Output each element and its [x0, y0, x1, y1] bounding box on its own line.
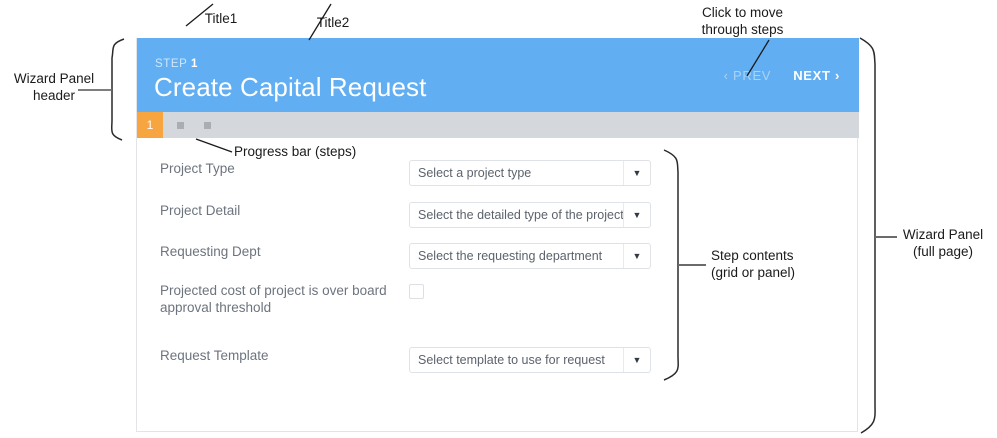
label-request-template: Request Template [160, 348, 269, 363]
dropdown-requesting-dept-value: Select the requesting department [418, 249, 603, 263]
dropdown-request-template-value: Select template to use for request [418, 353, 605, 367]
chevron-down-icon: ▼ [623, 244, 650, 268]
step-eyebrow-number: 1 [191, 58, 199, 70]
annotation-wizard-panel-header: Wizard Panel header [13, 71, 95, 103]
annotation-step-contents: Step contents (grid or panel) [711, 248, 796, 280]
dropdown-requesting-dept[interactable]: Select the requesting department ▼ [409, 243, 651, 269]
chevron-down-icon: ▼ [623, 161, 650, 185]
progress-step-3[interactable] [204, 122, 211, 129]
label-requesting-dept: Requesting Dept [160, 244, 261, 259]
prev-button[interactable]: ‹ PREV [723, 68, 772, 83]
wizard-nav-group: ‹ PREV NEXT › [723, 66, 841, 85]
chevron-down-icon: ▼ [623, 348, 650, 372]
label-project-detail: Project Detail [160, 203, 241, 218]
wizard-panel: STEP 1 Create Capital Request ‹ PREV NEX… [136, 38, 859, 432]
dropdown-project-type[interactable]: Select a project type ▼ [409, 160, 651, 186]
label-project-type: Project Type [160, 161, 235, 176]
step-eyebrow: STEP 1 [155, 58, 198, 70]
dropdown-project-type-value: Select a project type [418, 166, 532, 180]
progress-step-2[interactable] [177, 122, 184, 129]
page-title: Create Capital Request [154, 72, 427, 102]
annotation-wizard-panel-full-page: Wizard Panel (full page) [902, 227, 984, 259]
bracket-wizard-panel-header [110, 38, 125, 141]
progress-step-1[interactable]: 1 [137, 112, 163, 138]
step-eyebrow-word: STEP [155, 58, 188, 70]
annotation-title2: Title2 [316, 15, 350, 30]
annotation-click-to-move: Click to move through steps [701, 5, 784, 37]
next-button[interactable]: NEXT › [793, 68, 840, 83]
wizard-panel-header: STEP 1 Create Capital Request ‹ PREV NEX… [137, 38, 859, 112]
dropdown-project-detail-value: Select the detailed type of the project [418, 208, 623, 222]
annotation-title1: Title1 [204, 11, 238, 26]
bracket-wizard-panel-full-page [859, 37, 876, 434]
chevron-down-icon: ▼ [623, 203, 650, 227]
label-board-threshold: Projected cost of project is over board … [160, 283, 387, 315]
dropdown-request-template[interactable]: Select template to use for request ▼ [409, 347, 651, 373]
checkbox-board-threshold[interactable] [409, 284, 424, 299]
annotation-progress-bar: Progress bar (steps) [234, 144, 357, 159]
dropdown-project-detail[interactable]: Select the detailed type of the project … [409, 202, 651, 228]
progress-bar: 1 [137, 112, 859, 138]
